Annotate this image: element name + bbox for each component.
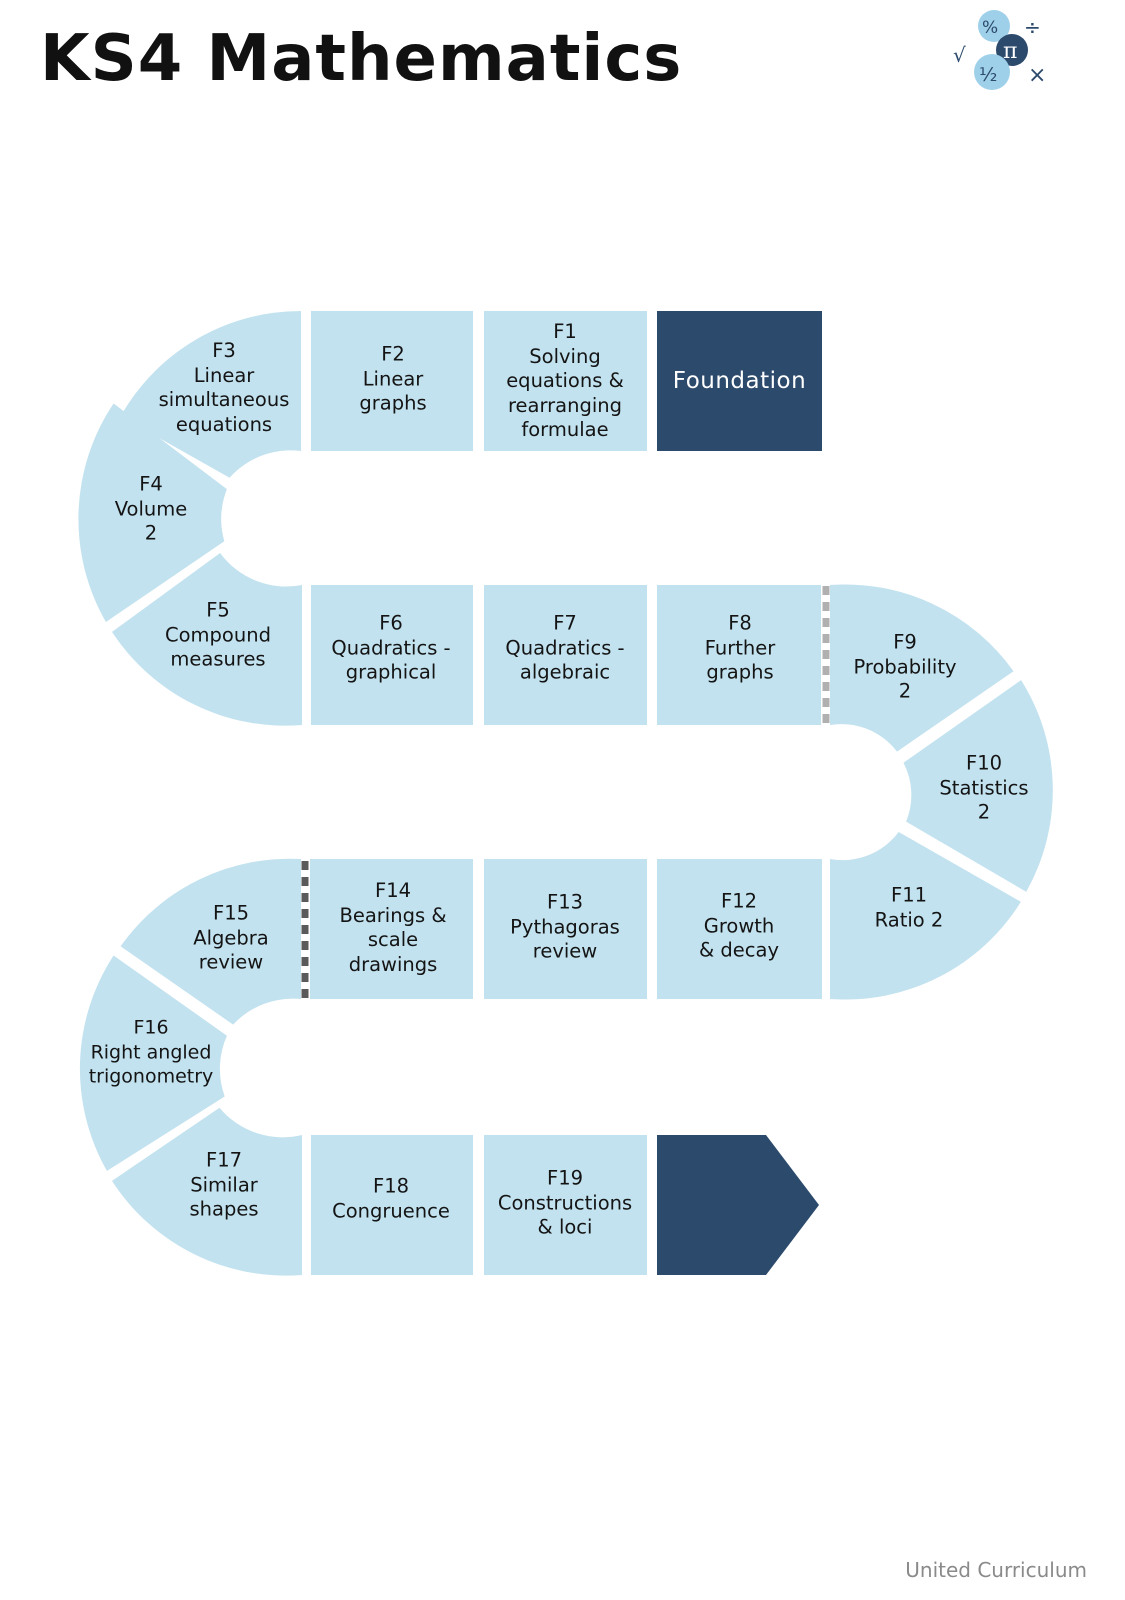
unit-tile-f18 <box>311 1135 473 1275</box>
unit-tile-f6 <box>311 585 473 725</box>
unit-name: Statistics 2 <box>939 775 1029 824</box>
unit-name: Bearings & scale drawings <box>339 903 447 976</box>
svg-text:%: % <box>982 18 998 38</box>
unit-name: Linear graphs <box>359 366 427 415</box>
unit-name: Right angled trigonometry <box>88 1040 214 1088</box>
unit-code: F4 <box>139 472 163 496</box>
unit-name: Constructions & loci <box>497 1190 633 1239</box>
unit-code: F15 <box>212 901 250 925</box>
unit-code: F18 <box>372 1174 410 1198</box>
unit-tile-f15 <box>120 858 301 1025</box>
unit-tile-f1 <box>484 311 647 451</box>
unit-tile-f8 <box>657 585 821 725</box>
unit-code: F1 <box>553 319 577 343</box>
unit-tile-f5 <box>112 553 302 726</box>
maths-symbols-logo-icon: % π ½ ÷ √ × <box>953 10 1046 90</box>
foundation-tile <box>657 311 822 451</box>
unit-name: Pythagoras review <box>510 914 620 963</box>
footer-credit: United Curriculum <box>905 1558 1087 1582</box>
unit-code: F12 <box>720 889 758 913</box>
unit-tile-f10 <box>903 680 1053 892</box>
unit-name: Quadratics - graphical <box>331 635 451 684</box>
unit-tile-f17 <box>112 1107 302 1276</box>
unit-name: Congruence <box>332 1199 450 1222</box>
unit-code: F9 <box>893 630 917 654</box>
unit-tile-f14 <box>310 859 473 999</box>
unit-tile-f7 <box>484 585 647 725</box>
unit-tile-f12 <box>657 859 822 999</box>
svg-text:×: × <box>1028 63 1046 88</box>
unit-tile-f4 <box>78 403 227 622</box>
unit-name: Linear simultaneous equations <box>158 363 290 436</box>
unit-code: F6 <box>379 611 403 635</box>
unit-code: F14 <box>374 879 412 902</box>
unit-code: F8 <box>728 611 752 635</box>
svg-text:√: √ <box>953 43 966 67</box>
unit-code: F5 <box>206 598 230 622</box>
svg-text:÷: ÷ <box>1024 15 1041 39</box>
unit-code: F11 <box>890 883 928 907</box>
unit-code: F17 <box>205 1148 243 1172</box>
unit-name: Similar shapes <box>189 1172 259 1221</box>
unit-code: F13 <box>546 890 584 914</box>
unit-name: Solving equations & rearranging formulae <box>506 344 624 441</box>
unit-tile-f16 <box>79 955 227 1171</box>
end-arrow <box>657 1135 819 1275</box>
unit-tile-f3 <box>120 311 301 478</box>
page-title: KS4 Mathematics <box>40 22 683 96</box>
unit-name: Compound measures <box>165 622 271 671</box>
unit-tile-f2 <box>311 311 473 451</box>
unit-tile-f11 <box>830 832 1021 1000</box>
unit-name: Algebra review <box>193 925 269 974</box>
foundation-label: Foundation <box>672 368 807 394</box>
unit-code: F16 <box>133 1016 169 1039</box>
unit-name: Probability 2 <box>853 654 957 703</box>
svg-text:π: π <box>1003 39 1017 64</box>
unit-tile-f19 <box>484 1135 647 1275</box>
unit-tile-f13 <box>484 859 647 999</box>
unit-name: Further graphs <box>704 635 776 684</box>
unit-code: F3 <box>212 339 236 362</box>
unit-name: Quadratics - algebraic <box>505 635 625 684</box>
unit-name: Growth & decay <box>699 913 779 962</box>
unit-name: Ratio 2 <box>874 908 944 931</box>
unit-code: F2 <box>381 342 405 366</box>
unit-code: F10 <box>965 751 1003 775</box>
svg-text:½: ½ <box>979 64 997 86</box>
unit-tile-f9 <box>830 584 1014 752</box>
unit-name: Volume 2 <box>114 496 188 545</box>
unit-code: F19 <box>546 1166 584 1190</box>
unit-code: F7 <box>553 611 577 635</box>
